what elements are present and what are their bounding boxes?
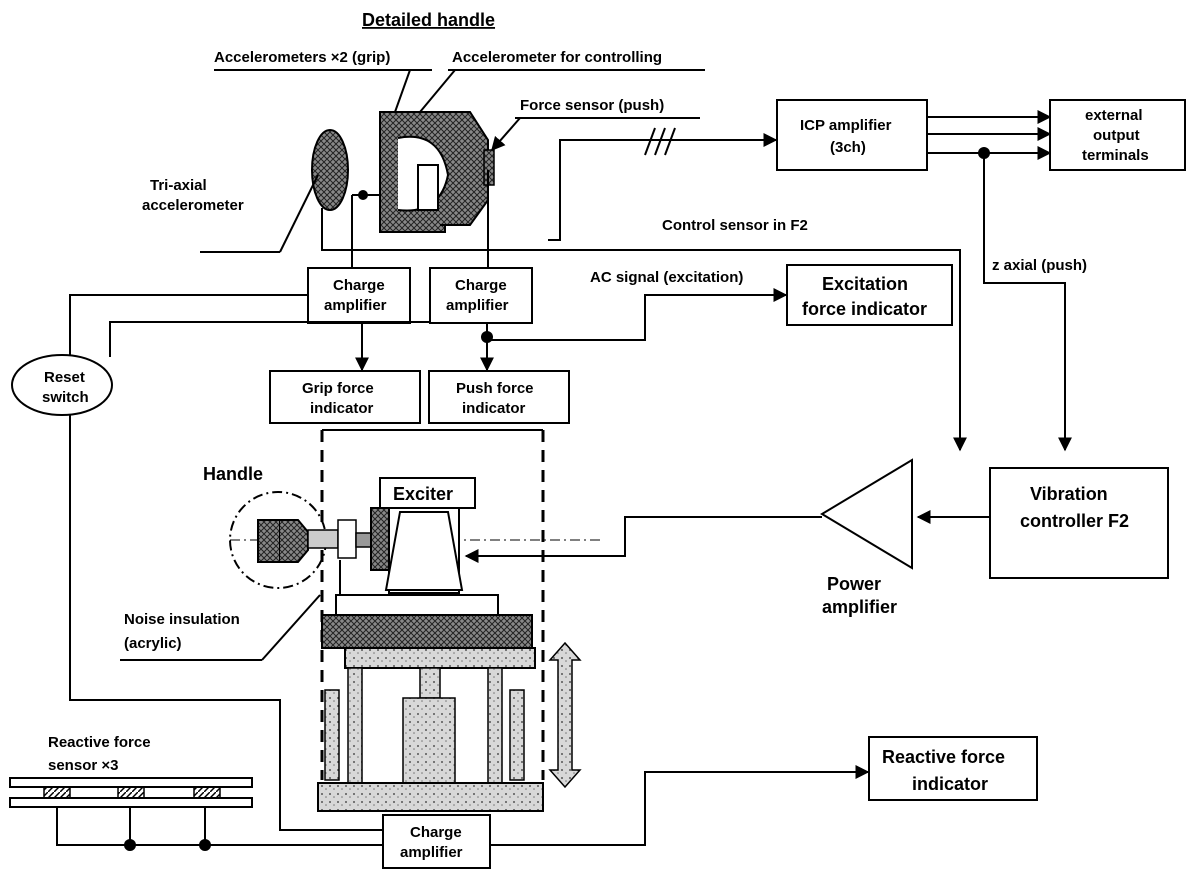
vibration-controller-label-2: controller F2	[1020, 511, 1129, 531]
reset-switch-label-2: switch	[42, 389, 89, 406]
charge-amplifier-1-label-2: amplifier	[324, 297, 387, 314]
icp-amplifier-label-1: ICP amplifier	[800, 117, 892, 134]
charge-amplifier-2-box	[429, 267, 533, 324]
reset-switch-label-1: Reset	[44, 369, 85, 386]
reset-switch[interactable]	[11, 354, 113, 416]
charge-amplifier-2-label-1: Charge	[455, 277, 507, 294]
power-amplifier-symbol	[820, 458, 913, 570]
z-axial-label: z axial (push)	[992, 257, 1087, 274]
grip-force-indicator-label-1: Grip force	[302, 380, 374, 397]
external-output-box	[1049, 99, 1186, 171]
power-amplifier-label-1: Power	[827, 574, 881, 594]
reactive-sensor-label-1: Reactive force	[48, 734, 151, 751]
detailed-handle-graphic	[311, 111, 495, 233]
external-output-label-3: terminals	[1082, 147, 1149, 164]
power-amplifier-label-2: amplifier	[822, 597, 897, 617]
external-output-label-1: external	[1085, 107, 1143, 124]
charge-amplifier-3-label-2: amplifier	[400, 844, 463, 861]
noise-insulation-label-1: Noise insulation	[124, 611, 240, 628]
push-force-indicator-box	[428, 370, 570, 424]
handle-label: Handle	[203, 464, 263, 484]
reactive-indicator-box	[868, 736, 1038, 801]
charge-amplifier-1-label-1: Charge	[333, 277, 385, 294]
grip-force-indicator-label-2: indicator	[310, 400, 374, 417]
ac-signal-label: AC signal (excitation)	[590, 269, 743, 286]
vibration-controller-label-1: Vibration	[1030, 484, 1108, 504]
grip-force-indicator-box	[269, 370, 421, 424]
vibration-controller-box	[989, 467, 1169, 579]
reactive-indicator-label-2: indicator	[912, 774, 988, 794]
push-force-indicator-label-1: Push force	[456, 380, 534, 397]
charge-amplifier-3-box	[382, 814, 491, 869]
excitation-indicator-box	[786, 264, 953, 326]
icp-amplifier-box	[776, 99, 928, 171]
triaxial-label-2: accelerometer	[142, 197, 244, 214]
diagram-title: Detailed handle	[362, 10, 495, 30]
noise-insulation-label-2: (acrylic)	[124, 635, 182, 652]
excitation-indicator-label-1: Excitation	[822, 274, 908, 294]
handle-graphic	[257, 507, 390, 571]
charge-amplifier-2-label-2: amplifier	[446, 297, 509, 314]
force-sensor-push-label: Force sensor (push)	[520, 97, 664, 114]
push-force-indicator-label-2: indicator	[462, 400, 526, 417]
triaxial-label-1: Tri-axial	[150, 177, 207, 194]
accelerometer-control-label: Accelerometer for controlling	[452, 49, 662, 66]
control-sensor-label: Control sensor in F2	[662, 217, 808, 234]
exciter-box	[379, 477, 476, 509]
excitation-indicator-label-2: force indicator	[802, 299, 927, 319]
exciter-label: Exciter	[393, 484, 453, 504]
external-output-label-2: output	[1093, 127, 1140, 144]
icp-amplifier-label-2: (3ch)	[830, 139, 866, 156]
reactive-force-sensor-graphic	[9, 777, 253, 808]
reactive-indicator-label-1: Reactive force	[882, 747, 1005, 767]
charge-amplifier-3-label-1: Charge	[410, 824, 462, 841]
reactive-sensor-label-2: sensor ×3	[48, 757, 118, 774]
accelerometers-grip-label: Accelerometers ×2 (grip)	[214, 49, 390, 66]
